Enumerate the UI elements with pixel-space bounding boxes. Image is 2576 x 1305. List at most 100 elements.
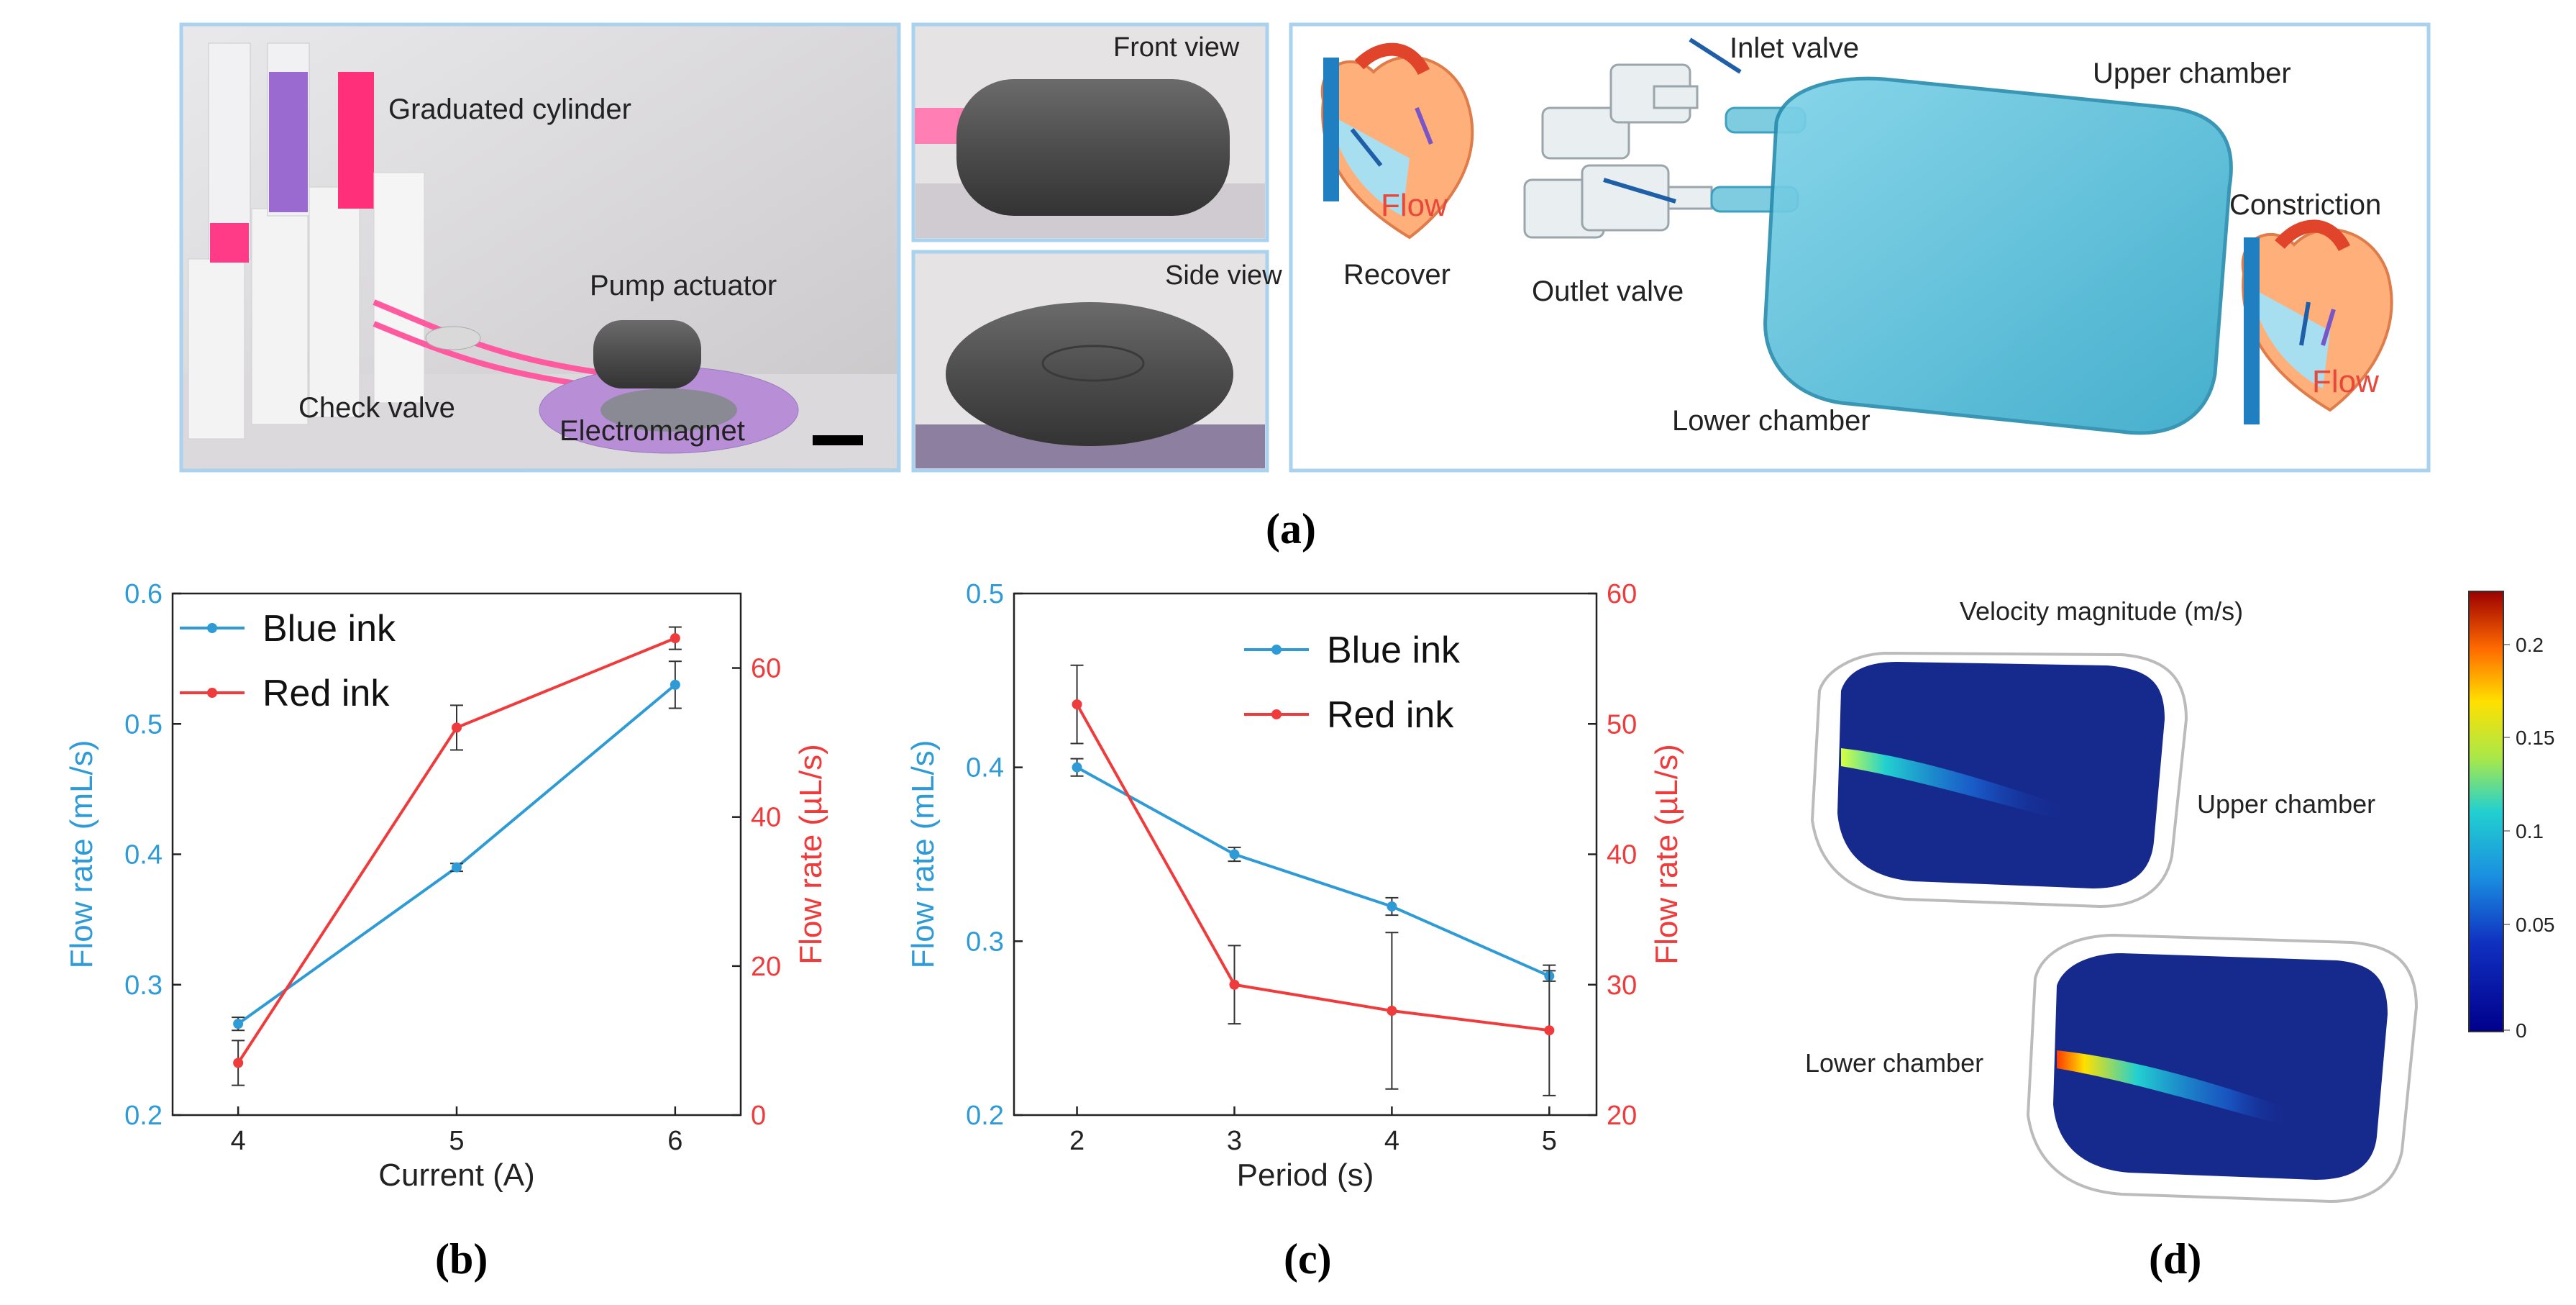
x-tick-label: 6 [667, 1126, 682, 1156]
label-upper-chamber-d: Upper chamber [2197, 789, 2375, 819]
label-electromagnet: Electromagnet [559, 415, 745, 447]
y-left-axis-label: Flow rate (mL/s) [905, 740, 941, 969]
y-right-tick-label: 40 [1607, 840, 1637, 870]
y-left-tick-label: 0.2 [124, 1101, 163, 1131]
y-right-tick-label: 60 [751, 654, 781, 684]
data-point [1229, 979, 1240, 990]
photo-panel: Graduated cylinder Pump actuator Check v… [179, 22, 901, 473]
y-left-tick-label: 0.6 [124, 579, 163, 609]
caption-d: (d) [2149, 1235, 2201, 1283]
legend-label: Red ink [1327, 694, 1454, 736]
y-left-tick-label: 0.4 [124, 840, 163, 870]
data-point [452, 722, 462, 733]
pump-actuator-shape [593, 320, 701, 388]
legend-swatch-marker [207, 688, 217, 698]
schematic-panel: Flow Recover Inlet valve Outlet valve Up… [1289, 22, 2431, 473]
legend-label: Red ink [262, 673, 390, 714]
label-graduated-cylinder: Graduated cylinder [388, 94, 631, 125]
data-point [1072, 762, 1082, 773]
side-view-actuator [946, 302, 1233, 446]
legend-label: Blue ink [1327, 629, 1461, 671]
x-axis-label: Period (s) [1237, 1158, 1374, 1193]
check-valve-shape [425, 326, 481, 350]
x-tick-label: 3 [1227, 1126, 1242, 1156]
colorbar-ticks: 0.2 0.15 0.1 0.05 0 [2503, 634, 2555, 1042]
panel-caption: (c) [1284, 1235, 1332, 1283]
data-point [1229, 849, 1240, 860]
panel-d: Velocity magnitude (m/s) Upper chamber L… [1805, 591, 2555, 1283]
data-point [233, 1019, 244, 1029]
valves-shape [1523, 63, 1713, 239]
label-flow-left: Flow [1381, 188, 1448, 223]
data-point [1072, 699, 1082, 710]
colorbar-tick-0.1: 0.1 [2516, 820, 2544, 842]
y-left-tick-label: 0.4 [966, 753, 1004, 783]
label-lower-chamber: Lower chamber [1672, 405, 1871, 437]
panel-a: Graduated cylinder Pump actuator Check v… [179, 22, 2431, 553]
data-point [670, 679, 680, 690]
plot-frame [1013, 592, 1598, 1117]
colorbar-tick-0.15: 0.15 [2516, 727, 2555, 749]
y-right-tick-label: 50 [1607, 709, 1637, 740]
label-pump-actuator: Pump actuator [590, 270, 777, 301]
y-right-tick-label: 20 [1607, 1101, 1637, 1131]
series-line-blue-ink [1076, 765, 1550, 978]
label-flow-right: Flow [2312, 364, 2379, 399]
velocity-title: Velocity magnitude (m/s) [1960, 596, 2243, 626]
front-view-actuator [956, 79, 1230, 216]
y-left-tick-label: 0.5 [124, 709, 163, 740]
label-front-view: Front view [1113, 32, 1240, 63]
panel-caption: (b) [435, 1235, 488, 1283]
data-point [670, 633, 680, 644]
side-view-panel: Side view [911, 250, 1282, 473]
x-tick-label: 5 [449, 1126, 464, 1156]
x-axis-label: Current (A) [378, 1158, 535, 1193]
data-point [233, 1058, 244, 1068]
y-right-tick-label: 0 [751, 1101, 766, 1131]
legend-label: Blue ink [262, 608, 396, 650]
scale-bar [813, 435, 863, 445]
y-right-axis-label: Flow rate (µL/s) [1649, 744, 1684, 965]
data-point [452, 862, 462, 873]
plot-frame [171, 592, 742, 1117]
y-left-tick-label: 0.3 [966, 927, 1004, 957]
legend-swatch-marker [1271, 645, 1282, 655]
label-check-valve: Check valve [298, 392, 455, 424]
data-point [1387, 901, 1397, 911]
label-inlet-valve: Inlet valve [1730, 32, 1859, 64]
y-left-axis-label: Flow rate (mL/s) [64, 740, 99, 969]
label-constriction: Constriction [2229, 189, 2381, 221]
y-right-tick-label: 30 [1607, 970, 1637, 1001]
series-line-red-ink [1075, 704, 1550, 1032]
colorbar-tick-0: 0 [2516, 1019, 2527, 1042]
x-tick-label: 4 [1384, 1126, 1399, 1156]
x-tick-label: 5 [1542, 1126, 1557, 1156]
label-lower-chamber-d: Lower chamber [1805, 1048, 1983, 1078]
x-tick-label: 2 [1069, 1126, 1084, 1156]
legend-swatch-marker [207, 623, 217, 633]
y-left-tick-label: 0.5 [966, 579, 1004, 609]
legend-swatch-marker [1271, 709, 1282, 719]
chamber-shape [1763, 76, 2233, 435]
label-outlet-valve: Outlet valve [1532, 276, 1684, 307]
y-right-tick-label: 60 [1607, 579, 1637, 609]
heart-right-icon [2241, 219, 2393, 424]
colorbar [2468, 591, 2504, 1032]
data-point [1544, 1025, 1555, 1036]
caption-a: (a) [1266, 505, 1316, 553]
graduated-cylinders [188, 42, 425, 440]
data-point [1387, 1006, 1397, 1016]
y-right-tick-label: 20 [751, 952, 781, 982]
label-side-view: Side view [1165, 260, 1282, 291]
lower-chamber-sim [2026, 933, 2419, 1204]
y-right-tick-label: 40 [751, 803, 781, 833]
label-upper-chamber: Upper chamber [2093, 58, 2291, 89]
colorbar-tick-0.2: 0.2 [2516, 634, 2544, 656]
y-left-tick-label: 0.2 [966, 1101, 1004, 1131]
heart-left-icon [1320, 42, 1474, 240]
y-left-tick-label: 0.3 [124, 970, 163, 1001]
front-view-panel: Front view [911, 22, 1269, 242]
y-right-axis-label: Flow rate (µL/s) [793, 744, 828, 965]
